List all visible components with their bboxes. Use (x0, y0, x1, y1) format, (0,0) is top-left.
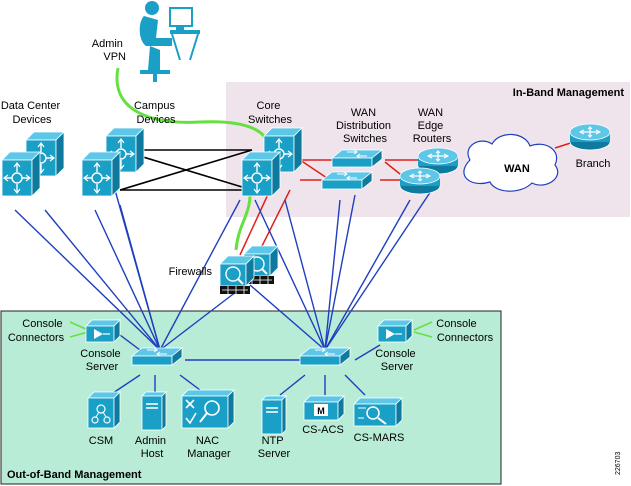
out-of-band-zone (0, 310, 502, 485)
nac-label-line2: Manager (187, 448, 231, 460)
console-server-left-line1: Console (80, 348, 120, 360)
oob-switch-right (299, 347, 351, 366)
console-connectors-left-line1: Console (22, 318, 62, 330)
in-band-title: In-Band Management (513, 87, 625, 99)
ntp-server (261, 395, 287, 435)
svg-text:Admin Host: Admin Host (135, 435, 169, 460)
firewalls-label: Firewalls (169, 266, 213, 278)
svg-text:Console Connectors: Console Connectors (8, 318, 66, 344)
svg-text:Admin VPN: Admin VPN (92, 38, 126, 63)
wan-dist-label-line3: Switches (343, 133, 388, 145)
campus-label-line2: Devices (136, 114, 176, 126)
figure-id: 226703 (615, 452, 622, 475)
cs-mars-label: CS-MARS (354, 432, 405, 444)
wan-dist-label-line1: WAN (351, 107, 376, 119)
console-server-right (377, 319, 413, 343)
core-label-line1: Core (257, 100, 281, 112)
console-connector-arrows (69, 321, 433, 338)
nac-label-line1: NAC (196, 435, 219, 447)
console-connectors-left-line2: Connectors (8, 332, 65, 344)
svg-text:Campus Devices: Campus Devices (134, 100, 178, 126)
svg-text:WAN Distribution Switc: WAN Distribution Switches (336, 107, 394, 145)
core-label-line2: Switches (248, 114, 293, 126)
wan-edge-label-line2: Edge (418, 120, 444, 132)
branch-router (569, 123, 611, 151)
console-connectors-right-line2: Connectors (437, 332, 494, 344)
ntp-label-line2: Server (258, 448, 291, 460)
console-server-left (85, 319, 121, 343)
data-center-label-line1: Data Center (1, 100, 61, 112)
wan-cloud-label: WAN (504, 163, 530, 175)
admin-vpn-label-line1: Admin (92, 38, 123, 50)
csm-label: CSM (89, 435, 113, 447)
svg-text:Data Center Devices: Data Center Devices (1, 100, 63, 126)
data-center-label-line2: Devices (12, 114, 52, 126)
svg-text:NAC Manager: NAC Manager (187, 435, 231, 460)
svg-text:NTP Server: NTP Server (258, 435, 291, 460)
admin-host (141, 391, 167, 431)
svg-text:WAN Edge Routers: WAN Edge Routers (413, 107, 452, 145)
console-server-right-line1: Console (375, 348, 415, 360)
branch-label: Branch (576, 158, 611, 170)
ntp-label-line1: NTP (262, 435, 284, 447)
wan-edge-label-line3: Routers (413, 133, 452, 145)
nac-manager (181, 389, 235, 429)
cs-acs-server (303, 395, 345, 421)
out-of-band-title: Out-of-Band Management (7, 469, 142, 481)
wan-dist-label-line2: Distribution (336, 120, 391, 132)
console-server-right-line2: Server (381, 361, 414, 373)
cs-acs-badge: M (317, 406, 325, 416)
svg-text:Console Connectors: Console Connectors (436, 318, 493, 344)
admin-vpn-label-line2: VPN (103, 51, 126, 63)
cs-mars-server (353, 397, 403, 427)
admin-person-icon (139, 1, 200, 82)
oob-links (14, 184, 436, 396)
admin-host-line2: Host (141, 448, 164, 460)
admin-host-line1: Admin (135, 435, 166, 447)
console-server-left-line2: Server (86, 361, 119, 373)
svg-text:Console Server: Console Server (80, 348, 123, 373)
firewalls (219, 245, 279, 295)
console-connectors-right-line1: Console (436, 318, 476, 330)
cs-acs-label: CS-ACS (302, 424, 344, 436)
svg-text:Console Server: Console Server (375, 348, 418, 373)
campus-label-line1: Campus (134, 100, 175, 112)
csm-server (87, 391, 121, 429)
oob-switch-left (131, 347, 183, 366)
data-center-devices (1, 131, 65, 197)
svg-text:Core Switches: Core Switches (248, 100, 293, 126)
wan-cloud (463, 133, 559, 192)
wan-edge-label-line1: WAN (418, 107, 443, 119)
